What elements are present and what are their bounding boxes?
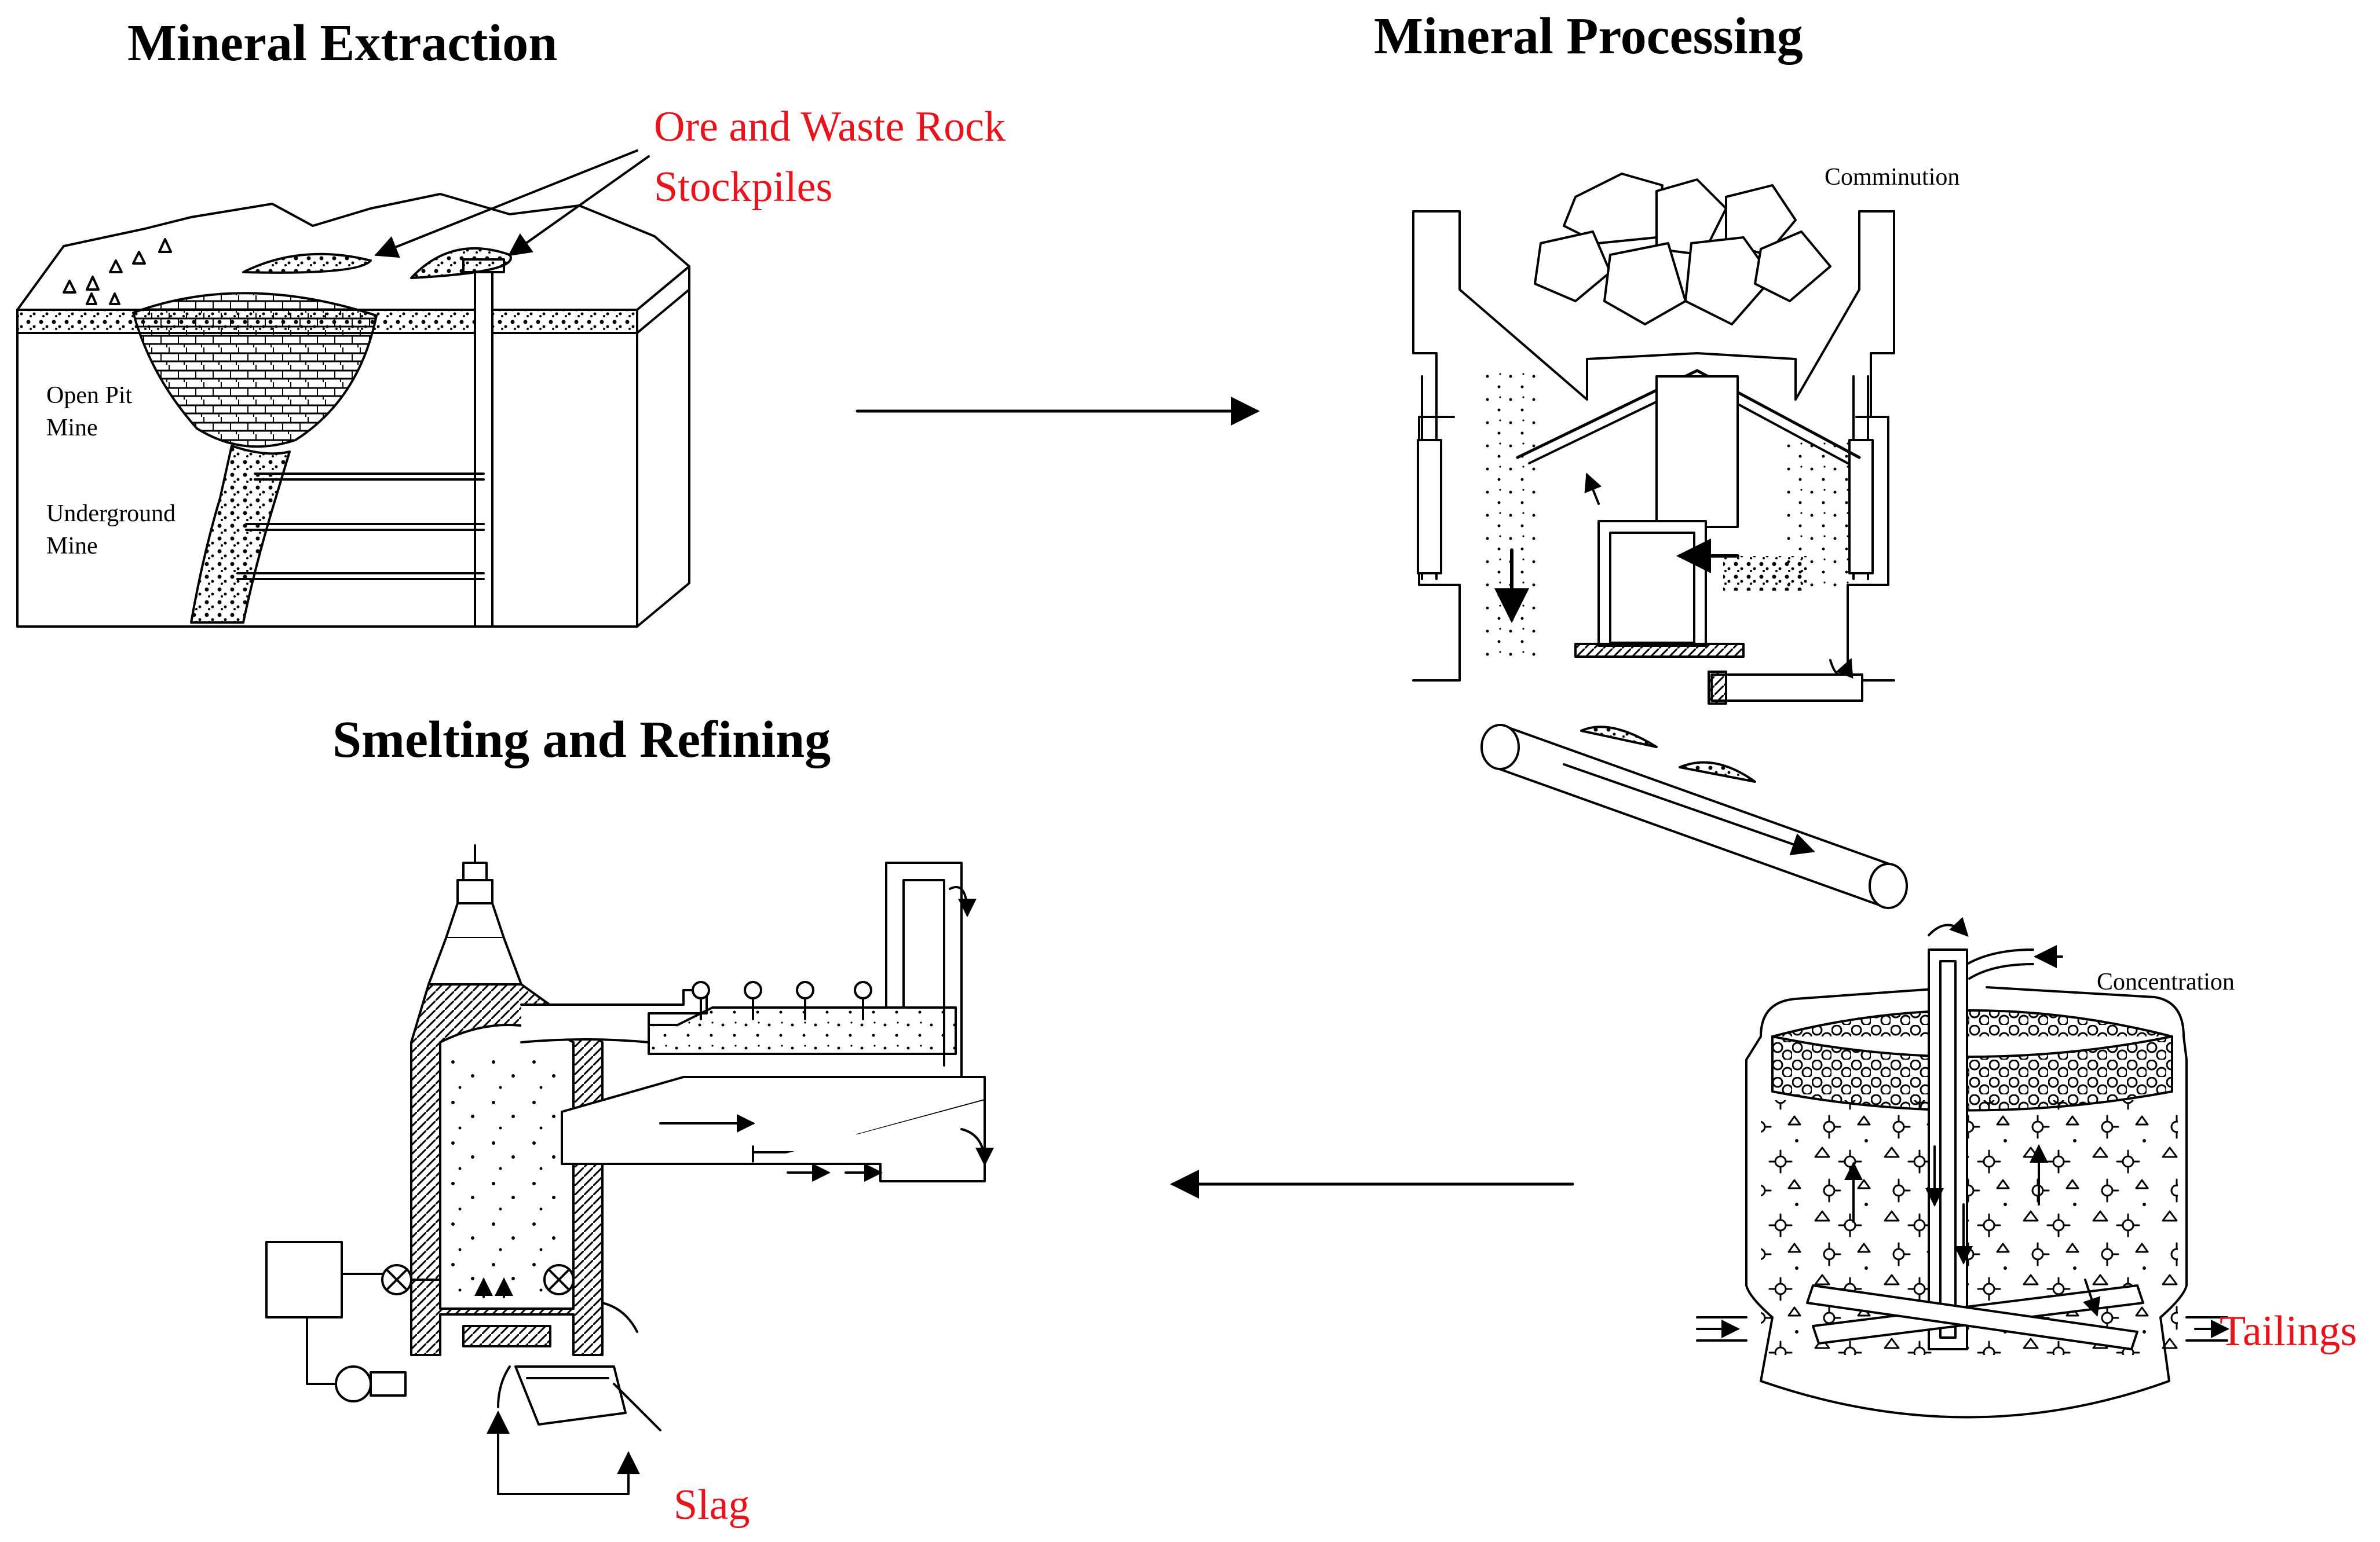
title-mineral-extraction: Mineral Extraction — [127, 14, 558, 72]
label-slag: Slag — [674, 1481, 750, 1529]
mine-block-illustration — [16, 149, 690, 628]
label-concentration: Concentration — [2097, 969, 2235, 995]
conveyor-illustration — [1480, 724, 1908, 909]
smelter-illustration — [265, 844, 994, 1495]
label-open-pit-line1: Open Pit — [46, 382, 133, 409]
label-stockpiles-line1: Ore and Waste Rock — [654, 103, 1006, 151]
title-mineral-processing: Mineral Processing — [1374, 8, 1803, 65]
flotation-cell-illustration — [1696, 917, 2229, 1419]
label-stockpiles-line2: Stockpiles — [654, 163, 833, 211]
crusher-illustration — [1412, 173, 1895, 705]
label-comminution: Comminution — [1825, 164, 1960, 191]
title-smelting-refining: Smelting and Refining — [332, 711, 831, 768]
label-open-pit-line2: Mine — [46, 415, 98, 441]
label-tailings: Tailings — [2220, 1307, 2357, 1355]
label-underground-line1: Underground — [46, 500, 176, 527]
label-underground-line2: Mine — [46, 533, 98, 559]
